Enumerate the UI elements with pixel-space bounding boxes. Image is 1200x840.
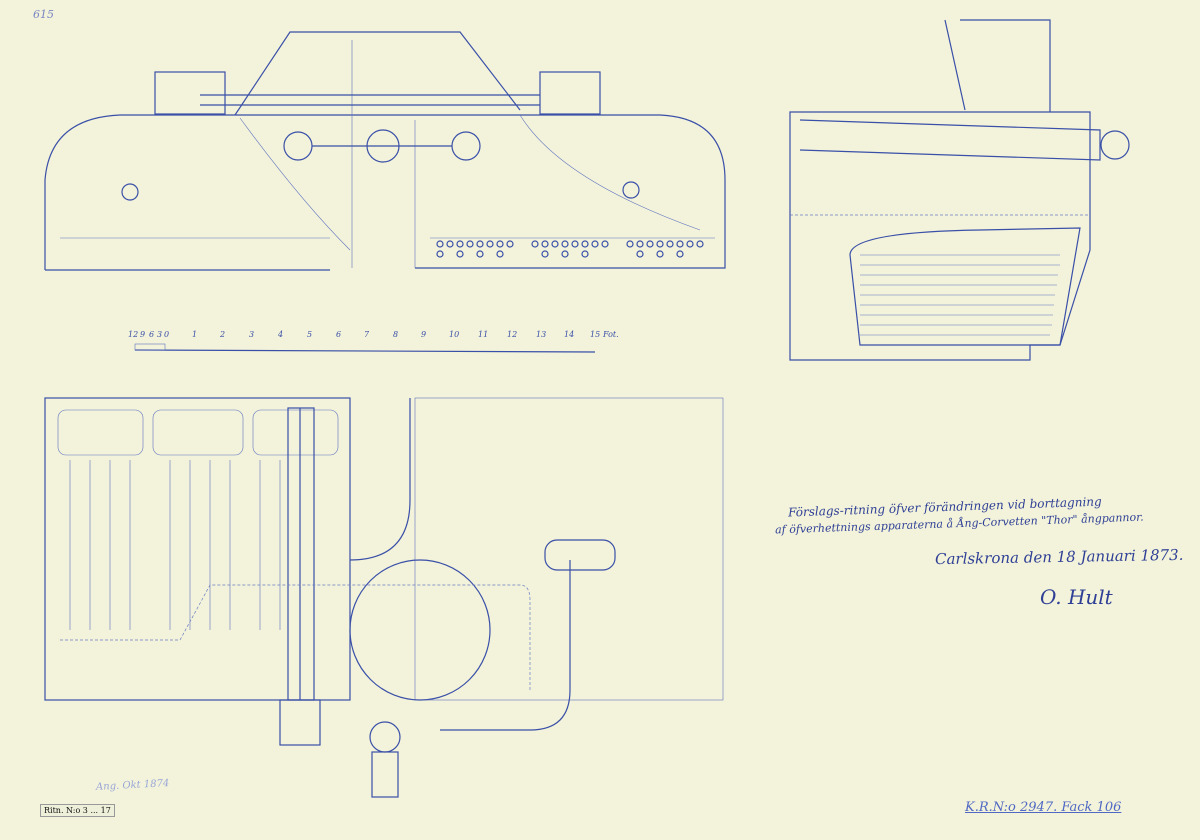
scale-label: 10 bbox=[449, 330, 460, 339]
scale-bar bbox=[134, 343, 596, 353]
plan-view bbox=[44, 397, 724, 798]
archive-stamp: Ritn. N:o 3 ... 17 bbox=[40, 804, 115, 817]
scale-label: 7 bbox=[364, 330, 370, 339]
archive-reference: K.R.N:o 2947. Fack 106 bbox=[965, 800, 1122, 815]
scale-label: 13 bbox=[536, 330, 547, 339]
scale-label: 9 bbox=[140, 330, 146, 339]
sheet-number: 615 bbox=[33, 8, 54, 21]
front-elevation bbox=[44, 31, 726, 271]
scale-label: 11 bbox=[478, 330, 489, 339]
scale-label: 12 bbox=[128, 330, 139, 339]
scale-label: 5 bbox=[307, 330, 313, 339]
scale-label: 6 bbox=[336, 330, 342, 339]
scale-label: 1 bbox=[192, 330, 198, 339]
scale-label: 12 bbox=[507, 330, 518, 339]
scale-label: 14 bbox=[564, 330, 575, 339]
scale-unit: Fot. bbox=[603, 330, 619, 339]
side-section bbox=[789, 19, 1130, 361]
scale-label: 3 bbox=[249, 330, 255, 339]
scale-label: 8 bbox=[393, 330, 399, 339]
scale-label: 3 bbox=[157, 330, 163, 339]
scale-label: 15 bbox=[590, 330, 601, 339]
signature: O. Hult bbox=[1040, 585, 1113, 609]
scale-label: 4 bbox=[278, 330, 284, 339]
scale-label: 6 bbox=[149, 330, 155, 339]
scale-label: 2 bbox=[220, 330, 226, 339]
scale-label: 0 bbox=[164, 330, 170, 339]
scale-label: 9 bbox=[421, 330, 427, 339]
